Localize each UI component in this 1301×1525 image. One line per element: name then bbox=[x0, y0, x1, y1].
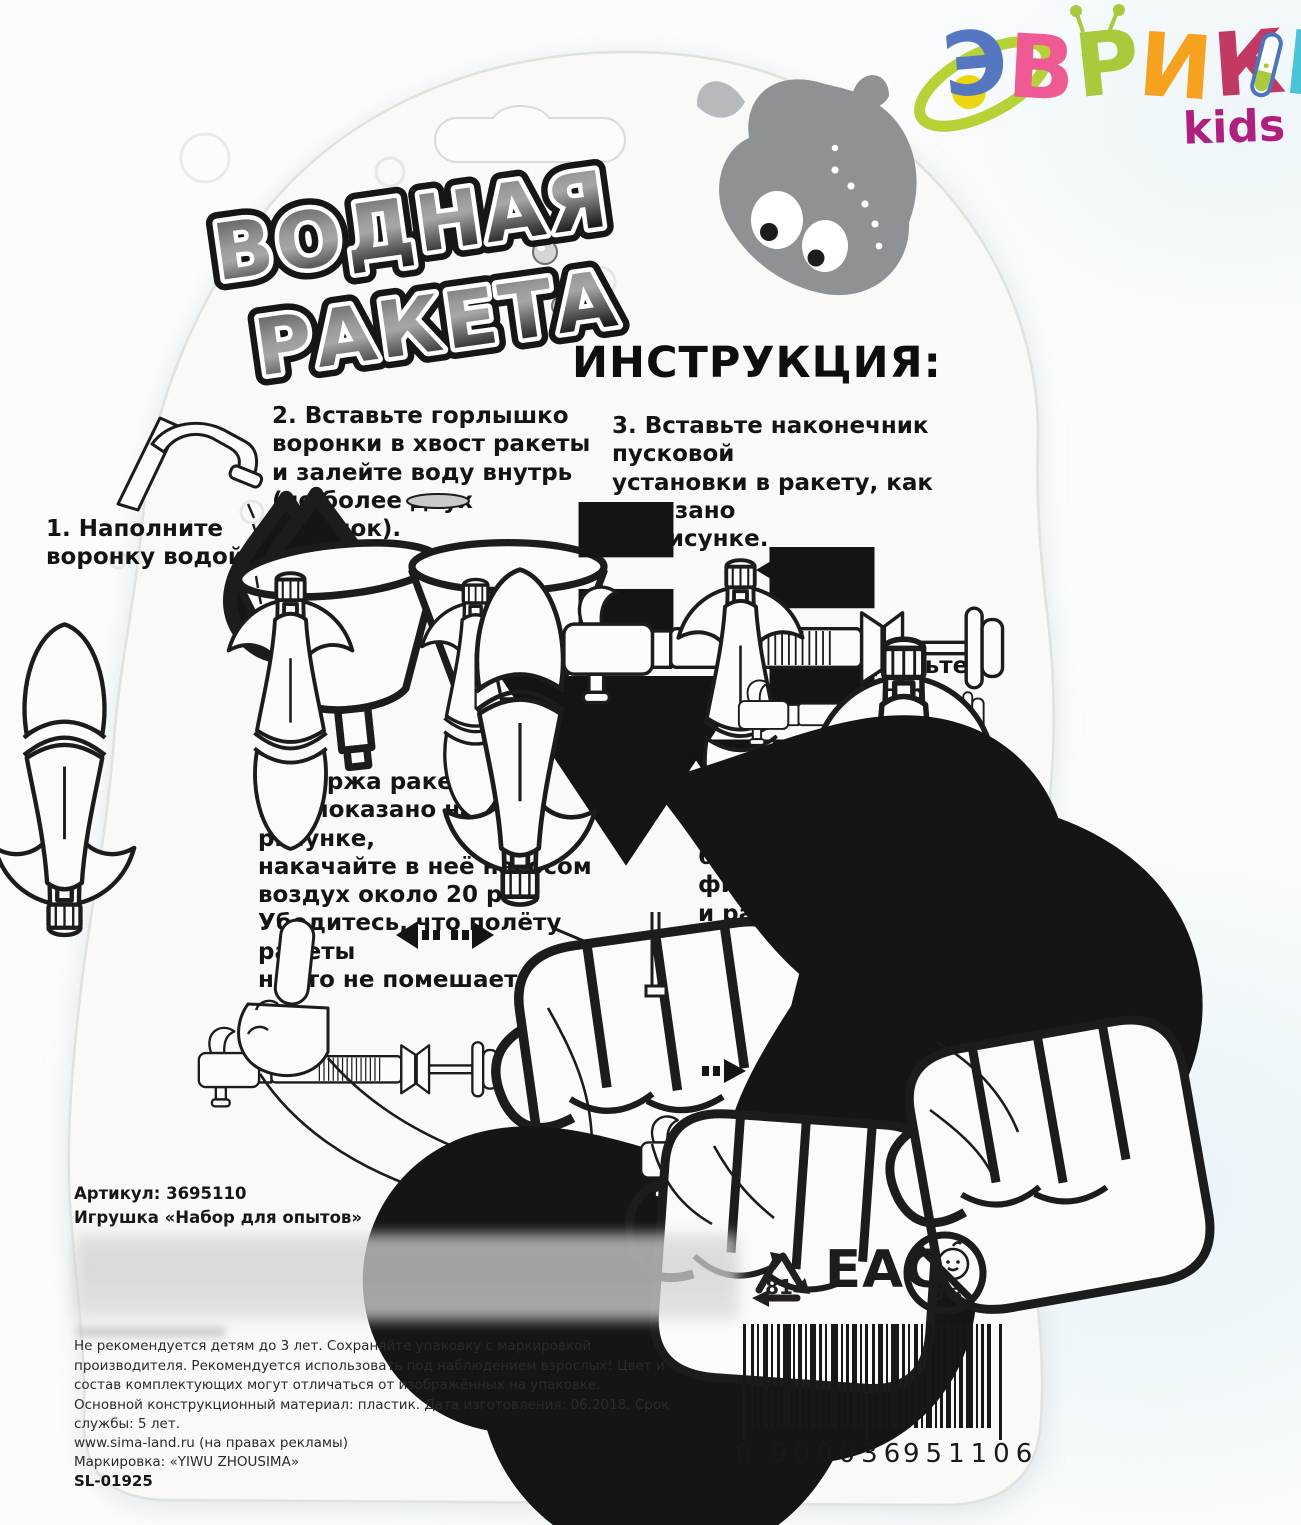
step-2-text: 2. Вставьте горлышко воронки в хвост рак… bbox=[272, 403, 591, 542]
recycling-code: 81 bbox=[765, 1275, 793, 1299]
recycling-icon: 81 bbox=[752, 1252, 810, 1307]
arrow-left-icon bbox=[756, 558, 798, 582]
warning-text: Не рекомендуется детям до 3 лет. Сохраня… bbox=[74, 1338, 665, 1394]
brand-logo: ЭВРИКИ kids bbox=[914, 4, 1301, 166]
barcode: 6 900036951106 bbox=[735, 1324, 1038, 1469]
material-text: Основной конструкционный материал: пласт… bbox=[74, 1396, 670, 1432]
legal-text-block: Не рекомендуется детям до 3 лет. Сохраня… bbox=[74, 1337, 692, 1491]
product-name-line: Игрушка «Набор для опытов» bbox=[74, 1208, 363, 1227]
site-text: www.sima-land.ru (на правах рекламы) bbox=[74, 1434, 348, 1451]
redacted-text-block bbox=[74, 1234, 739, 1320]
marking-text: Маркировка: «YIWU ZHOUSIMA» bbox=[74, 1453, 300, 1470]
brand-letter: В bbox=[1004, 14, 1078, 121]
pumping-hand bbox=[869, 1009, 1220, 1326]
brand-kids-label: kids bbox=[1182, 100, 1286, 155]
antenna-icon bbox=[1070, 4, 1125, 33]
articul-line: Артикул: 3695110 bbox=[74, 1184, 247, 1203]
barcode-group-1: 900036 bbox=[771, 1439, 906, 1469]
orbit-icon bbox=[914, 36, 1052, 132]
water-drop-decorations bbox=[532, 239, 573, 317]
barcode-group-2: 951106 bbox=[903, 1439, 1038, 1469]
brand-letter: Э bbox=[938, 9, 1012, 118]
step-2-illustration bbox=[406, 493, 753, 866]
sku-code: SL-01925 bbox=[74, 1471, 153, 1490]
instruction-heading: ИНСТРУКЦИЯ: bbox=[572, 338, 942, 388]
launch-stem bbox=[644, 912, 668, 998]
step-4-illustration bbox=[737, 558, 993, 1030]
hang-slot bbox=[434, 105, 626, 163]
product-title: ВОДНАЯ ВОДНАЯ РАКЕТА РАКЕТА bbox=[197, 143, 636, 405]
step-1-illustration bbox=[116, 416, 460, 851]
arrow-right-icon bbox=[702, 1059, 746, 1083]
holding-hand bbox=[618, 1106, 946, 1394]
age-range: 0-3 bbox=[932, 1285, 963, 1305]
test-tube-icon bbox=[1250, 32, 1283, 98]
mascot-illustration bbox=[696, 75, 917, 296]
faucet-icon bbox=[116, 416, 374, 658]
barcode-digits: 6 900036951106 bbox=[735, 1439, 1038, 1469]
barcode-digit-left: 6 bbox=[735, 1439, 758, 1469]
age-warning-icon: 0-3 bbox=[903, 1231, 987, 1315]
arrow-double-icon bbox=[396, 921, 494, 949]
redacted-text-strip bbox=[76, 1326, 226, 1338]
step-6-illustration bbox=[319, 568, 1280, 1525]
brand-letter: И bbox=[1135, 12, 1217, 121]
